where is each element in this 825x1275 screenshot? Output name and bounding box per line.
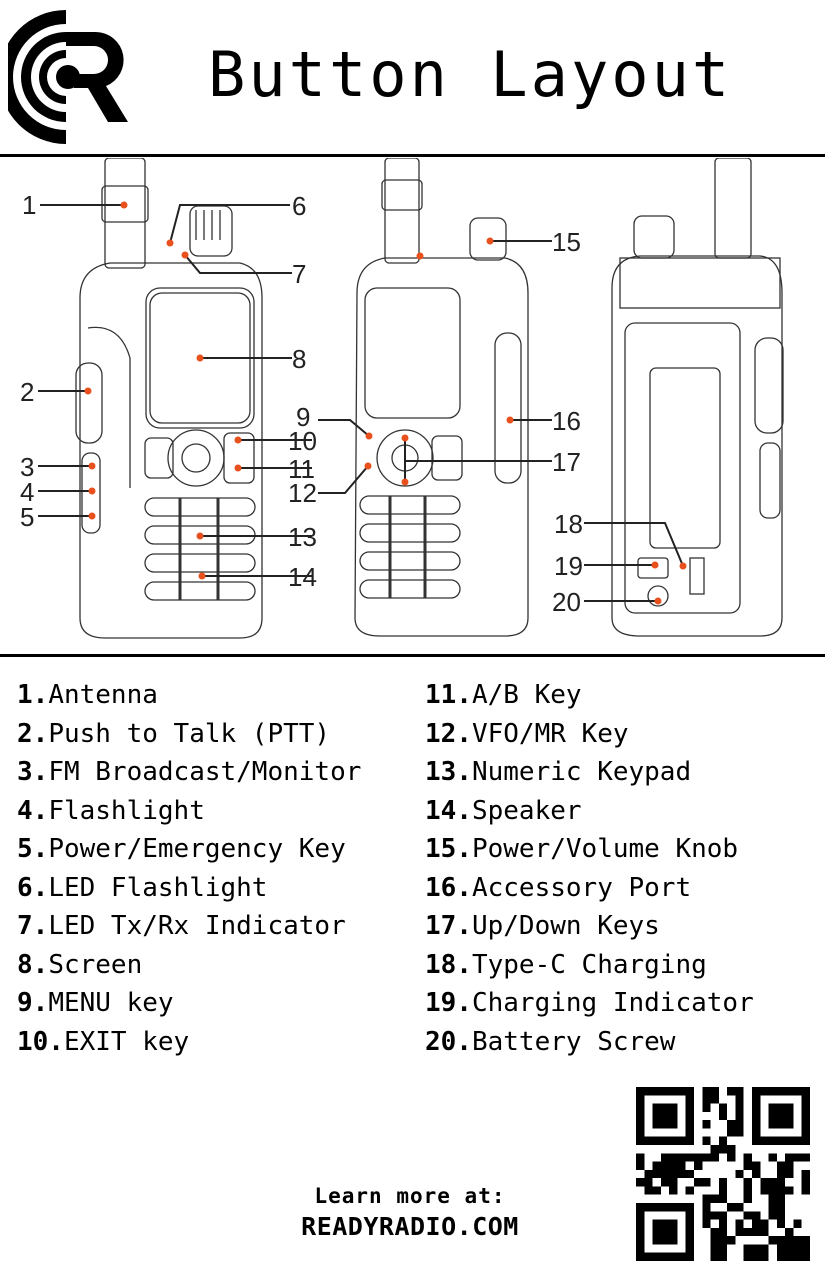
callout-9: 9 bbox=[296, 402, 310, 432]
callout-18: 18 bbox=[554, 509, 583, 539]
callout-11: 11 bbox=[288, 454, 315, 484]
legend-item: 10.EXIT key bbox=[17, 1026, 190, 1057]
callout-14: 14 bbox=[288, 562, 317, 592]
callout-1: 1 bbox=[22, 190, 36, 220]
footer: Learn more at: READYRADIO.COM bbox=[270, 1180, 550, 1242]
callout-17: 17 bbox=[552, 447, 581, 477]
legend-item: 6.LED Flashlight bbox=[17, 872, 268, 903]
callout-12: 12 bbox=[288, 478, 317, 508]
legend-left-column: 1.Antenna 2.Push to Talk (PTT) 3.FM Broa… bbox=[17, 676, 361, 1061]
readyradio-logo bbox=[8, 10, 128, 144]
callout-10: 10 bbox=[288, 426, 317, 456]
legend-item: 9.MENU key bbox=[17, 988, 174, 1018]
diagram-divider bbox=[0, 654, 825, 657]
callout-15: 15 bbox=[552, 227, 581, 257]
legend-item: 7.LED Tx/Rx Indicator bbox=[17, 911, 346, 941]
legend-item: 8.Screen bbox=[17, 949, 143, 980]
legend-item: 1.Antenna bbox=[17, 680, 158, 710]
legend-item: 13.Numeric Keypad bbox=[425, 757, 692, 787]
side-back-view bbox=[611, 158, 784, 637]
callout-4: 4 bbox=[20, 477, 34, 507]
radio-diagram: 1 2 3 4 5 6 7 8 9 10 11 12 13 14 15 16 1… bbox=[20, 158, 784, 639]
learn-more-text: Learn more at: bbox=[314, 1184, 506, 1208]
legend-item: 19.Charging Indicator bbox=[425, 988, 754, 1018]
callout-13: 13 bbox=[288, 522, 317, 552]
legend-item: 5.Power/Emergency Key bbox=[17, 834, 346, 864]
callout-leaders bbox=[38, 204, 684, 602]
callout-3: 3 bbox=[20, 452, 34, 482]
angled-front-view bbox=[354, 158, 529, 637]
legend-item: 3.FM Broadcast/Monitor bbox=[17, 757, 362, 787]
front-view bbox=[75, 158, 263, 639]
callout-2: 2 bbox=[20, 377, 34, 407]
qr-code[interactable] bbox=[636, 1087, 810, 1261]
legend-item: 11.A/B Key bbox=[425, 680, 582, 710]
callout-16: 16 bbox=[552, 406, 581, 436]
legend-item: 14.Speaker bbox=[425, 795, 582, 826]
legend-item: 18.Type-C Charging bbox=[425, 949, 707, 980]
legend-item: 2.Push to Talk (PTT) bbox=[17, 718, 331, 749]
callout-20: 20 bbox=[552, 587, 581, 617]
callout-8: 8 bbox=[292, 344, 306, 374]
legend-item: 16.Accessory Port bbox=[425, 872, 692, 903]
header-divider bbox=[0, 154, 825, 157]
callout-5: 5 bbox=[20, 502, 34, 532]
legend-item: 12.VFO/MR Key bbox=[425, 718, 629, 749]
callout-19: 19 bbox=[554, 551, 583, 581]
page-title: Button Layout bbox=[208, 38, 733, 111]
legend-item: 17.Up/Down Keys bbox=[425, 911, 660, 941]
callout-dots bbox=[84, 201, 687, 605]
header: Button Layout bbox=[0, 0, 825, 155]
legend-right-column: 11.A/B Key 12.VFO/MR Key 13.Numeric Keyp… bbox=[425, 676, 754, 1061]
legend-item: 15.Power/Volume Knob bbox=[425, 834, 739, 864]
callout-7: 7 bbox=[292, 259, 306, 289]
website-link[interactable]: READYRADIO.COM bbox=[301, 1212, 519, 1241]
callout-6: 6 bbox=[292, 191, 306, 221]
legend-item: 20.Battery Screw bbox=[425, 1026, 676, 1057]
legend-item: 4.Flashlight bbox=[17, 795, 205, 826]
